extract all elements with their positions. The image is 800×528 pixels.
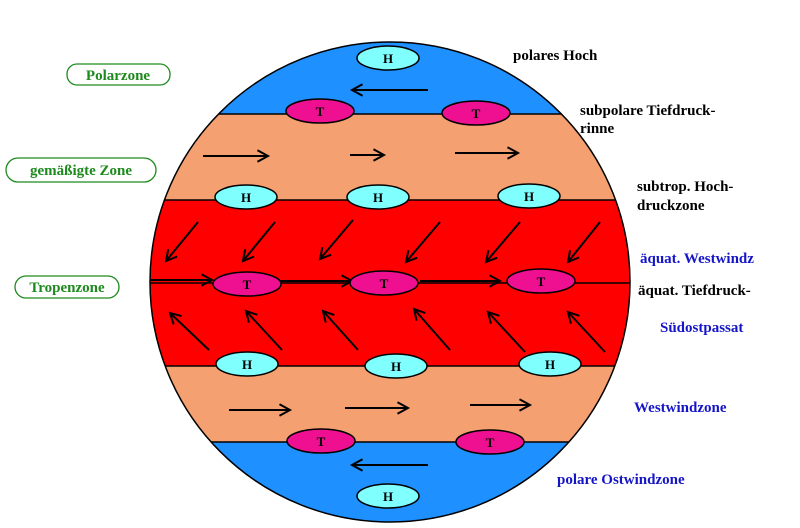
low-pressure-cell: T — [506, 268, 576, 294]
label-southeast-trades: Südostpassat — [660, 320, 743, 336]
wind-arrow — [470, 398, 533, 412]
high-pressure-label: H — [383, 51, 393, 66]
label-polar-easterlies: polare Ostwindzone — [557, 472, 685, 488]
label-westerlies: Westwindzone — [634, 400, 727, 416]
low-pressure-label: T — [472, 106, 481, 121]
wind-arrow — [486, 310, 526, 353]
wind-arrow — [350, 148, 387, 162]
low-pressure-cell: T — [285, 98, 355, 124]
high-pressure-cell: H — [518, 351, 582, 377]
globe-outline — [149, 41, 631, 523]
high-pressure-label: H — [241, 190, 251, 205]
label-subpolar-low-1: subpolare Tiefdruck- — [580, 103, 715, 119]
high-pressure-cell: H — [215, 351, 279, 377]
zone-temperate: gemäßigte Zone — [5, 157, 157, 183]
label-equatorial-low: äquat. Tiefdruck- — [638, 283, 751, 299]
high-pressure-label: H — [383, 489, 393, 504]
wind-arrow — [345, 401, 411, 415]
high-pressure-cell: H — [356, 483, 420, 509]
high-pressure-label: H — [524, 189, 534, 204]
low-pressure-cell: T — [212, 271, 282, 297]
zone-polar-label: Polarzone — [86, 68, 150, 84]
wind-arrow — [420, 274, 503, 288]
wind-arrows — [150, 83, 606, 472]
wind-arrow — [484, 221, 521, 264]
high-pressure-label: H — [242, 357, 252, 372]
wind-arrow — [566, 310, 606, 353]
high-pressure-label: H — [391, 359, 401, 374]
wind-arrow — [455, 146, 521, 160]
wind-arrow — [229, 403, 293, 417]
low-pressure-cell: T — [286, 428, 356, 454]
low-pressure-label: T — [243, 277, 252, 292]
wind-arrow — [412, 307, 451, 351]
low-pressure-cell: T — [455, 429, 525, 455]
zone-polar: Polarzone — [66, 63, 171, 86]
high-pressure-cell: H — [497, 183, 561, 209]
wind-arrow — [404, 221, 441, 264]
right-labels: polares Hoch subpolare Tiefdruck- rinne … — [513, 48, 754, 488]
wind-arrow — [244, 309, 283, 351]
zone-temperate-label: gemäßigte Zone — [30, 163, 132, 179]
high-pressure-label: H — [545, 357, 555, 372]
zone-tropical-label: Tropenzone — [29, 280, 105, 296]
low-pressure-label: T — [317, 434, 326, 449]
low-pressure-label: T — [537, 274, 546, 289]
high-pressure-label: H — [373, 190, 383, 205]
wind-arrow — [321, 309, 359, 351]
wind-arrow — [203, 149, 271, 163]
wind-arrow — [168, 311, 210, 351]
wind-arrow — [349, 83, 428, 97]
wind-arrow — [566, 221, 601, 264]
low-pressure-cell: T — [349, 270, 419, 296]
wind-arrow — [349, 458, 428, 472]
wind-arrow — [241, 221, 276, 263]
wind-arrow — [318, 219, 354, 261]
pressure-systems: H T T H H H T T T H H H T T H — [212, 45, 582, 509]
low-pressure-label: T — [486, 435, 495, 450]
label-subpolar-low-2: rinne — [580, 121, 615, 137]
high-pressure-cell: H — [214, 184, 278, 210]
wind-arrow — [150, 273, 215, 287]
label-subtrop-high-2: druckzone — [637, 198, 705, 214]
high-pressure-cell: H — [346, 184, 410, 210]
high-pressure-cell: H — [364, 353, 428, 379]
low-pressure-cell: T — [441, 100, 511, 126]
label-subtrop-high-1: subtrop. Hoch- — [637, 179, 733, 195]
high-pressure-cell: H — [356, 45, 420, 71]
zone-tropical: Tropenzone — [14, 275, 120, 299]
wind-arrow — [164, 221, 199, 263]
low-pressure-label: T — [380, 276, 389, 291]
label-polar-high: polares Hoch — [513, 48, 598, 64]
temperate-band-south — [150, 366, 630, 442]
label-equatorial-westerlies: äquat. Westwindz — [640, 251, 754, 267]
low-pressure-label: T — [316, 104, 325, 119]
